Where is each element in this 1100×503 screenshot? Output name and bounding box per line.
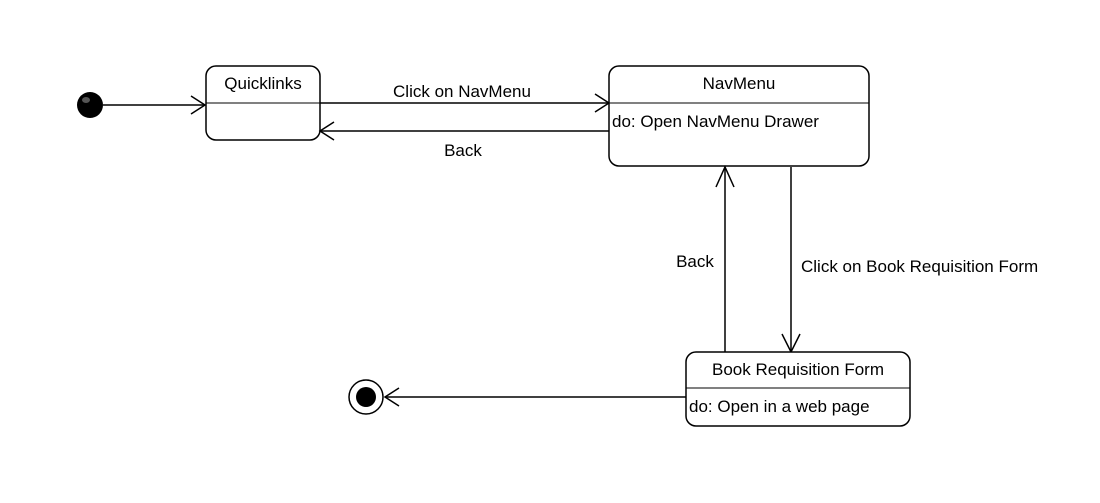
transition-to-book-form-arrow xyxy=(781,167,801,354)
state-book-requisition-form: Book Requisition Form do: Open in a web … xyxy=(685,351,911,427)
transition-to-navmenu-label: Click on NavMenu xyxy=(393,82,531,101)
transition-back-to-navmenu-arrow xyxy=(715,165,735,352)
state-navmenu: NavMenu do: Open NavMenu Drawer xyxy=(608,65,870,167)
state-book-form-activity: do: Open in a web page xyxy=(689,397,870,416)
initial-state xyxy=(77,92,103,118)
state-quicklinks: Quicklinks xyxy=(205,65,321,141)
transition-back-to-quicklinks-arrow xyxy=(318,121,609,141)
state-navmenu-activity: do: Open NavMenu Drawer xyxy=(612,112,819,131)
state-book-form-name: Book Requisition Form xyxy=(712,360,884,379)
state-quicklinks-name: Quicklinks xyxy=(224,74,301,93)
final-state xyxy=(348,379,384,415)
initial-transition-arrow xyxy=(103,95,207,115)
state-navmenu-name: NavMenu xyxy=(703,74,776,93)
transition-back-to-quicklinks-label: Back xyxy=(444,141,482,160)
transition-to-book-form-label: Click on Book Requisition Form xyxy=(801,257,1038,276)
transition-back-to-navmenu-label: Back xyxy=(676,252,714,271)
final-transition-arrow xyxy=(383,387,686,407)
